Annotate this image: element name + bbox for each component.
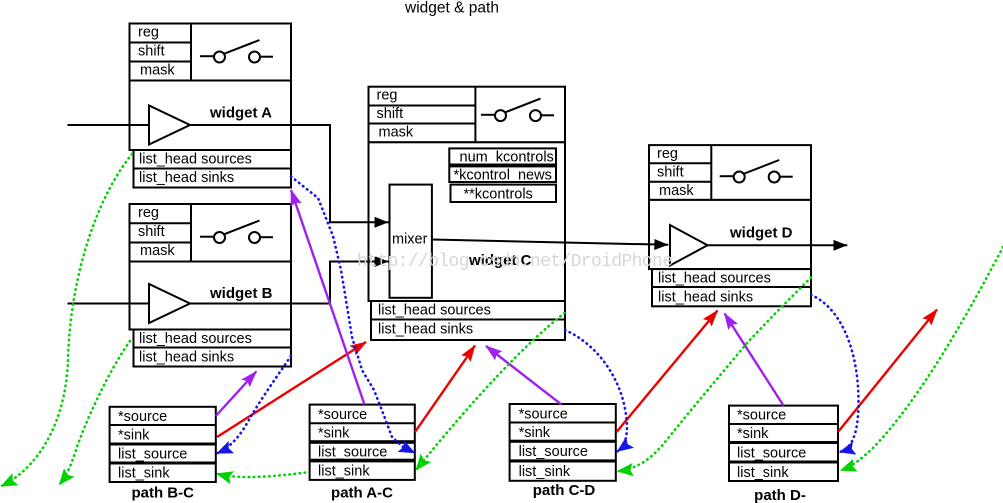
svg-text:list_sink: list_sink — [737, 465, 789, 481]
svg-text:path B-C: path B-C — [131, 485, 194, 502]
svg-text:mask: mask — [140, 63, 175, 79]
svg-text:mask: mask — [379, 125, 414, 141]
svg-text:widget D: widget D — [729, 225, 793, 242]
svg-text:*kcontrol_news: *kcontrol_news — [454, 168, 552, 184]
svg-text:*source: *source — [318, 407, 367, 423]
svg-text:list_head sources: list_head sources — [139, 152, 252, 168]
svg-text:path D-: path D- — [754, 487, 806, 503]
svg-text:http://blog.csdn.net/DroidPhon: http://blog.csdn.net/DroidPhone — [357, 252, 673, 272]
svg-text:list_head sources: list_head sources — [658, 271, 771, 287]
svg-text:widget & path: widget & path — [404, 0, 499, 17]
svg-text:widget A: widget A — [209, 105, 272, 122]
svg-text:*sink: *sink — [118, 428, 150, 444]
svg-text:list_head sources: list_head sources — [139, 331, 252, 347]
svg-text:widget B: widget B — [209, 285, 273, 302]
svg-text:**kcontrols: **kcontrols — [464, 187, 533, 203]
svg-text:reg: reg — [657, 146, 678, 162]
svg-text:*source: *source — [118, 409, 167, 425]
svg-text:list_sink: list_sink — [519, 464, 571, 480]
svg-text:list_source: list_source — [318, 445, 387, 461]
svg-text:list_head sinks: list_head sinks — [658, 290, 753, 306]
svg-text:mask: mask — [659, 183, 694, 199]
svg-text:shift: shift — [657, 165, 684, 181]
svg-text:*sink: *sink — [737, 426, 769, 442]
svg-text:num_kcontrols: num_kcontrols — [460, 150, 554, 166]
svg-text:*source: *source — [519, 407, 568, 423]
svg-text:list_source: list_source — [737, 446, 806, 462]
svg-text:*sink: *sink — [519, 425, 551, 441]
svg-text:shift: shift — [138, 44, 165, 60]
svg-text:path C-D: path C-D — [533, 482, 596, 499]
svg-text:widget C: widget C — [468, 252, 532, 269]
svg-text:list_sink: list_sink — [118, 466, 170, 482]
svg-text:list_head sinks: list_head sinks — [139, 170, 234, 186]
svg-text:list_head sources: list_head sources — [378, 303, 491, 319]
svg-text:*sink: *sink — [318, 426, 350, 442]
svg-text:list_head sinks: list_head sinks — [378, 322, 473, 338]
svg-text:list_sink: list_sink — [318, 464, 370, 480]
svg-text:list_source: list_source — [519, 444, 588, 460]
svg-text:shift: shift — [377, 106, 404, 122]
svg-text:mixer: mixer — [392, 232, 428, 248]
svg-text:list_head sinks: list_head sinks — [139, 350, 234, 366]
svg-text:path A-C: path A-C — [331, 485, 393, 502]
svg-text:reg: reg — [377, 88, 398, 104]
svg-text:shift: shift — [138, 224, 165, 240]
svg-text:reg: reg — [138, 205, 159, 221]
svg-text:*source: *source — [737, 408, 786, 424]
svg-text:mask: mask — [140, 243, 175, 259]
svg-text:reg: reg — [138, 25, 159, 41]
svg-text:list_source: list_source — [118, 447, 187, 463]
